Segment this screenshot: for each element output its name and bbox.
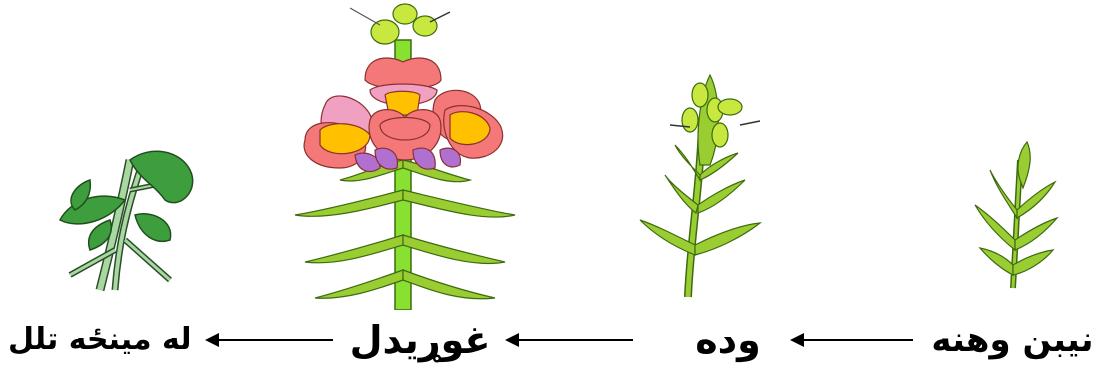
stage-label-withering: له مینځه تلل <box>8 310 198 370</box>
arrow-flowering-to-withering <box>205 330 335 350</box>
arrow-sprouting-to-growing <box>790 330 915 350</box>
growing-plant-illustration <box>630 65 780 300</box>
arrow-growing-to-flowering <box>505 330 635 350</box>
flowering-plant-illustration <box>285 0 525 310</box>
stage-label-growing: وده <box>688 310 768 370</box>
withering-plant-illustration <box>30 140 210 300</box>
sprouting-plant-illustration <box>965 140 1065 290</box>
stage-label-flowering: غوړیدل <box>340 310 500 370</box>
stage-label-sprouting: نیبن وهنه <box>920 310 1105 370</box>
